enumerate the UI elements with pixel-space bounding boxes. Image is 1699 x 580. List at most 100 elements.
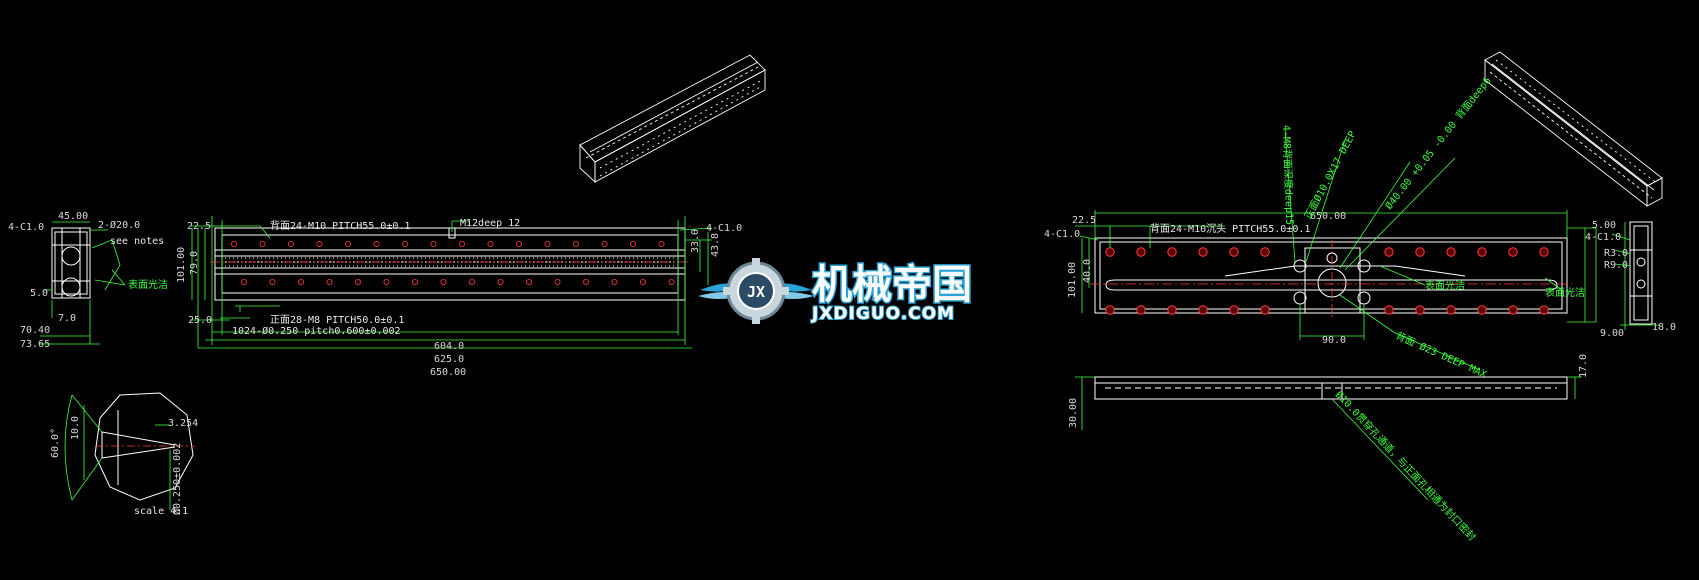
front-hole	[259, 240, 266, 247]
front-view: 22.5 背面24-M10 PITCH55.0±0.1 M12deep 12 4…	[176, 216, 742, 378]
side-dim-hole-diameter: 2-Ø20.0	[98, 219, 140, 231]
right-end-view	[1629, 221, 1653, 325]
right-leader-bore: Ø40.00 +0.05 -0.00 背面deep6	[1382, 74, 1494, 212]
right-bottom-view-dimension-lines	[1075, 376, 1582, 501]
gear-wings-icon	[698, 258, 814, 324]
detail-scale-label: scale 4:1	[134, 506, 188, 517]
right-hole	[1136, 247, 1146, 257]
front-hole	[297, 278, 304, 285]
right-dim-22-5: 22.5	[1072, 215, 1096, 226]
front-hole	[554, 278, 561, 285]
right-end-dim-5: 5.00	[1592, 220, 1616, 231]
right-bottom-dim-17: 17.0	[1578, 354, 1589, 378]
front-hole	[640, 278, 647, 285]
front-hole	[354, 278, 361, 285]
front-dim-625: 625.0	[434, 354, 464, 365]
right-end-dim-r9: R9.0	[1604, 260, 1628, 271]
right-hole	[1539, 305, 1549, 315]
isometric-view-right	[1484, 51, 1663, 207]
front-hole	[316, 240, 323, 247]
logo-chinese-title: 机械帝国	[812, 262, 972, 308]
right-dim-101: 101.00	[1067, 262, 1078, 298]
right-top-view-body	[1094, 237, 1568, 314]
front-hole	[269, 278, 276, 285]
front-hole	[440, 278, 447, 285]
front-note-grooves: 1024-Ø0.250 pitch0.600±0.002	[232, 325, 401, 337]
right-dim-chamfer: 4-C1.0	[1044, 229, 1080, 240]
side-dim-width: 45.00	[58, 211, 88, 222]
right-hole	[1136, 305, 1146, 315]
right-hole	[1260, 247, 1270, 257]
side-view-dimension-lines	[40, 221, 126, 345]
right-bottom-view-body	[1094, 376, 1568, 400]
right-hole	[1105, 305, 1115, 315]
front-hole	[487, 240, 494, 247]
front-dim-33: 33.0	[690, 229, 701, 253]
detail-dim-angle: 60.0°	[50, 428, 61, 458]
front-hole	[458, 240, 465, 247]
front-hole	[630, 240, 637, 247]
side-dim-73-65: 73.65	[20, 339, 50, 350]
right-hole	[1167, 305, 1177, 315]
front-view-holes	[230, 240, 675, 285]
right-hole	[1508, 247, 1518, 257]
front-dim-650: 650.00	[430, 367, 466, 378]
right-dim-650: 650.00	[1310, 211, 1346, 222]
front-hole	[497, 278, 504, 285]
logo-english-title: JXDIGUO.COM	[811, 304, 955, 324]
right-dim-40: 40.0	[1082, 259, 1093, 283]
right-hole	[1167, 247, 1177, 257]
side-view-body	[51, 227, 91, 299]
right-hole	[1198, 305, 1208, 315]
detail-view-tool	[101, 410, 176, 485]
front-hole	[430, 240, 437, 247]
front-note-front-holes: 正面28-M8 PITCH50.0±0.1	[270, 315, 404, 326]
front-hole	[601, 240, 608, 247]
right-leader-back-hole: 背面 Ø23 DEEP MAX	[1394, 329, 1489, 381]
side-dim-7: 7.0	[58, 313, 76, 324]
right-hole	[1260, 305, 1270, 315]
right-hole	[1415, 305, 1425, 315]
front-hole	[658, 240, 665, 247]
detail-dim-10: 10.0	[70, 416, 81, 440]
right-hole	[1477, 305, 1487, 315]
front-view-body	[214, 227, 686, 301]
right-top-view-dimension-lines	[1075, 129, 1597, 371]
front-dim-604: 604.0	[434, 341, 464, 352]
front-hole	[573, 240, 580, 247]
right-hole	[1539, 247, 1549, 257]
front-view-dimension-lines	[190, 216, 713, 349]
right-hole	[1384, 247, 1394, 257]
side-view: 4-C1.0 45.00 2-Ø20.0 see notes 表面光洁 5.0 …	[8, 211, 168, 350]
right-hole	[1198, 247, 1208, 257]
front-hole	[468, 278, 475, 285]
right-hole	[1229, 247, 1239, 257]
side-note-see-notes: see notes	[110, 236, 164, 247]
right-top-view-holes	[1105, 247, 1549, 315]
right-bottom-dim-30: 30.00	[1068, 398, 1079, 428]
front-hole	[411, 278, 418, 285]
right-end-dim-chamfer: 4-C1.0	[1585, 232, 1621, 243]
front-dim-22-5: 22.5	[187, 221, 211, 232]
isometric-view-middle	[579, 54, 766, 184]
right-end-dim-18: 18.0	[1652, 322, 1676, 333]
front-dim-25: 25.0	[188, 315, 212, 326]
front-note-deep: M12deep 12	[460, 218, 520, 229]
front-hole	[373, 240, 380, 247]
logo-badge: JX	[747, 283, 765, 301]
front-hole	[230, 240, 237, 247]
front-hole	[611, 278, 618, 285]
front-dim-101: 101.00	[176, 247, 187, 283]
side-dim-chamfer: 4-C1.0	[8, 222, 44, 233]
detail-dim-diameter: Ø0.250±0.002	[171, 443, 183, 515]
right-hole	[1508, 305, 1518, 315]
right-leader-m8: 4-M8背面深度deep15	[1280, 125, 1296, 226]
front-hole	[526, 278, 533, 285]
front-hole	[287, 240, 294, 247]
right-hole	[1415, 247, 1425, 257]
right-hole	[1384, 305, 1394, 315]
right-end-dim-r3: R3.0	[1604, 248, 1628, 259]
right-bottom-view: 30.00 17.0 Ø10.0贯穿孔通道，与正面孔相通为封口密封	[1068, 354, 1589, 543]
right-hole	[1477, 247, 1487, 257]
